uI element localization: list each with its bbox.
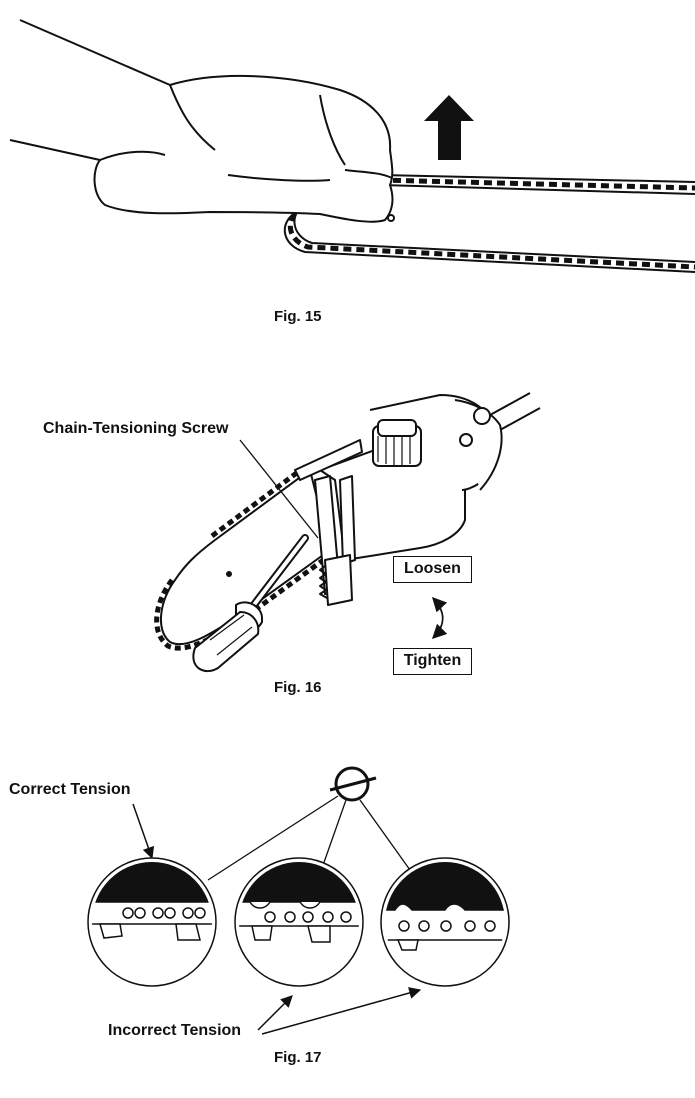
fig17-illustration [87,766,510,1035]
pole-saw-head-icon [294,394,503,606]
gloved-hand-icon [9,19,395,223]
fig16-illustration [154,392,541,673]
callout-leader [239,439,319,539]
correct-tension-arrow [132,803,155,860]
incorrect-arrow-1 [257,995,293,1031]
chain-magnifier-icon [380,857,510,987]
incorrect-tension-label: Incorrect Tension [108,1022,242,1039]
fig16-caption: Fig. 16 [274,679,322,696]
tighten-label-box: Tighten [393,648,472,675]
pole-tube [489,392,541,431]
incorrect-arrow-2 [261,987,422,1035]
chain-magnifier-icon [234,857,364,987]
fig17-caption: Fig. 17 [274,1049,322,1066]
chain-tensioning-screw-label: Chain-Tensioning Screw [43,420,229,437]
chain-magnifier-icon [87,857,217,987]
fig15-caption: Fig. 15 [274,308,322,325]
correct-tension-label: Correct Tension [9,781,131,798]
fig15-illustration [9,19,695,273]
loosen-label-box: Loosen [393,556,472,583]
leader-lines [207,795,411,881]
screwdriver-icon [192,534,309,673]
up-arrow-icon [424,95,474,160]
double-arrow-icon [431,596,448,640]
prohibited-icon [329,766,377,802]
